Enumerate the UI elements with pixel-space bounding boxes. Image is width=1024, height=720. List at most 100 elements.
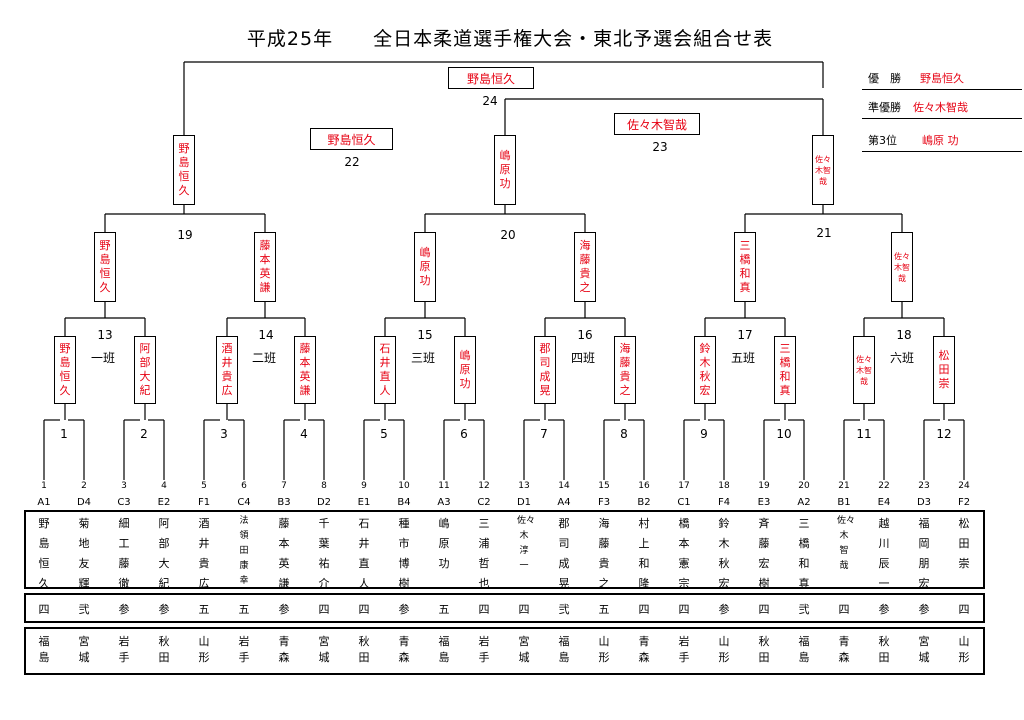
competitor-name: 佐々木淳一 bbox=[517, 516, 536, 571]
draw-code: E3 bbox=[757, 497, 771, 508]
competitor-prefecture: 福島 bbox=[438, 635, 450, 664]
seed-number: 5 bbox=[201, 481, 207, 491]
competitor-prefecture: 秋田 bbox=[358, 635, 370, 664]
competitor-grade: 四 bbox=[478, 603, 490, 616]
competitor-prefecture: 宮城 bbox=[918, 635, 930, 664]
competitor-grade: 四 bbox=[638, 603, 650, 616]
seed-number: 23 bbox=[918, 481, 930, 491]
draw-code: E2 bbox=[157, 497, 171, 508]
group-winner-box: 野島恒久 bbox=[94, 232, 116, 302]
first-round-number: 4 bbox=[300, 427, 308, 441]
result-name: 野島恒久 bbox=[920, 72, 964, 85]
seed-number: 17 bbox=[678, 481, 690, 491]
names-table bbox=[24, 510, 985, 589]
first-round-number: 1 bbox=[60, 427, 68, 441]
sub-winner-box: 嶋原功 bbox=[454, 336, 476, 404]
competitor-prefecture: 秋田 bbox=[158, 635, 170, 664]
draw-code: D1 bbox=[516, 497, 532, 508]
draw-code: F1 bbox=[197, 497, 211, 508]
draw-code: D4 bbox=[76, 497, 92, 508]
draw-code: C3 bbox=[117, 497, 131, 508]
han-number: 14 bbox=[258, 328, 274, 342]
seed-number: 14 bbox=[558, 481, 570, 491]
seed-number: 11 bbox=[438, 481, 450, 491]
competitor-prefecture: 福島 bbox=[38, 635, 50, 664]
group-match-number: 20 bbox=[500, 228, 516, 242]
competitor-name: 郡司成晃 bbox=[558, 517, 570, 590]
sub-winner-box: 松田崇 bbox=[933, 336, 955, 404]
seed-number: 24 bbox=[958, 481, 970, 491]
competitor-name: 三浦哲也 bbox=[478, 517, 490, 590]
sub-winner-box: 郡司成晃 bbox=[534, 336, 556, 404]
semifinalist-box: 野島恒久 bbox=[173, 135, 195, 205]
final-match-number: 24 bbox=[482, 94, 498, 108]
result-row-runner-up: 準優勝 佐々木智哉 bbox=[862, 92, 1022, 119]
semi-match-number: 22 bbox=[344, 155, 360, 169]
competitor-prefecture: 山形 bbox=[718, 635, 730, 664]
competitor-grade: 四 bbox=[518, 603, 530, 616]
seed-number: 20 bbox=[798, 481, 810, 491]
draw-code: A3 bbox=[437, 497, 451, 508]
grades-table bbox=[24, 593, 985, 623]
seed-number: 21 bbox=[838, 481, 850, 491]
sub-winner-box: 海藤貴之 bbox=[614, 336, 636, 404]
draw-code: C2 bbox=[477, 497, 491, 508]
first-round-number: 10 bbox=[776, 427, 792, 441]
seed-number: 1 bbox=[41, 481, 47, 491]
competitor-grade: 四 bbox=[318, 603, 330, 616]
competitor-grade: 参 bbox=[918, 603, 930, 616]
competitor-prefecture: 青森 bbox=[838, 635, 850, 664]
han-name: 一班 bbox=[91, 351, 116, 365]
seed-number: 6 bbox=[241, 481, 247, 491]
competitor-name: 千葉祐介 bbox=[318, 517, 330, 590]
competitor-name: 法領田康幸 bbox=[239, 516, 249, 586]
group-winner-box: 海藤貴之 bbox=[574, 232, 596, 302]
draw-code: B2 bbox=[637, 497, 651, 508]
final-winner-box: 野島恒久 bbox=[448, 67, 534, 89]
competitor-prefecture: 宮城 bbox=[78, 635, 90, 664]
seed-number: 19 bbox=[758, 481, 770, 491]
draw-code: C4 bbox=[237, 497, 251, 508]
seed-number: 16 bbox=[638, 481, 650, 491]
competitor-name: 村上和隆 bbox=[638, 517, 650, 590]
sub-winner-box: 三橋和真 bbox=[774, 336, 796, 404]
competitor-prefecture: 秋田 bbox=[878, 635, 890, 664]
result-label: 準優勝 bbox=[868, 101, 901, 114]
competitor-name: 三橋和真 bbox=[798, 517, 810, 590]
draw-code: C1 bbox=[677, 497, 691, 508]
competitor-grade: 四 bbox=[838, 603, 850, 616]
han-name: 二班 bbox=[252, 351, 277, 365]
competitor-name: 鈴木秋宏 bbox=[718, 517, 730, 590]
competitor-grade: 弐 bbox=[78, 603, 90, 616]
competitor-name: 斉藤宏樹 bbox=[758, 517, 770, 590]
sub-winner-box: 藤本英謙 bbox=[294, 336, 316, 404]
competitor-name: 藤本英謙 bbox=[278, 517, 290, 590]
competitor-grade: 参 bbox=[158, 603, 170, 616]
han-number: 18 bbox=[896, 328, 912, 342]
first-round-number: 3 bbox=[220, 427, 228, 441]
group-winner-box: 佐々木智哉 bbox=[891, 232, 913, 302]
competitor-prefecture: 宮城 bbox=[518, 635, 530, 664]
competitor-grade: 参 bbox=[878, 603, 890, 616]
han-name: 四班 bbox=[571, 351, 596, 365]
competitor-prefecture: 宮城 bbox=[318, 635, 330, 664]
group-match-number: 19 bbox=[177, 228, 193, 242]
page-title: 平成25年 全日本柔道選手権大会・東北予選会組合せ表 bbox=[246, 28, 774, 50]
sub-winner-box: 佐々木智哉 bbox=[853, 336, 875, 404]
competitor-name: 嶋原功 bbox=[438, 517, 450, 570]
competitor-grade: 参 bbox=[718, 603, 730, 616]
competitor-prefecture: 岩手 bbox=[118, 635, 130, 664]
competitor-name: 菊地友輝 bbox=[78, 517, 90, 590]
result-name: 嶋原 功 bbox=[922, 134, 959, 147]
draw-code: A1 bbox=[37, 497, 51, 508]
competitor-prefecture: 秋田 bbox=[758, 635, 770, 664]
competitor-grade: 四 bbox=[958, 603, 970, 616]
competitor-grade: 参 bbox=[398, 603, 410, 616]
competitor-grade: 五 bbox=[198, 603, 210, 616]
draw-code: B4 bbox=[397, 497, 411, 508]
group-winner-box: 三橋和真 bbox=[734, 232, 756, 302]
first-round-number: 12 bbox=[936, 427, 952, 441]
draw-code: A4 bbox=[557, 497, 571, 508]
first-round-number: 5 bbox=[380, 427, 388, 441]
